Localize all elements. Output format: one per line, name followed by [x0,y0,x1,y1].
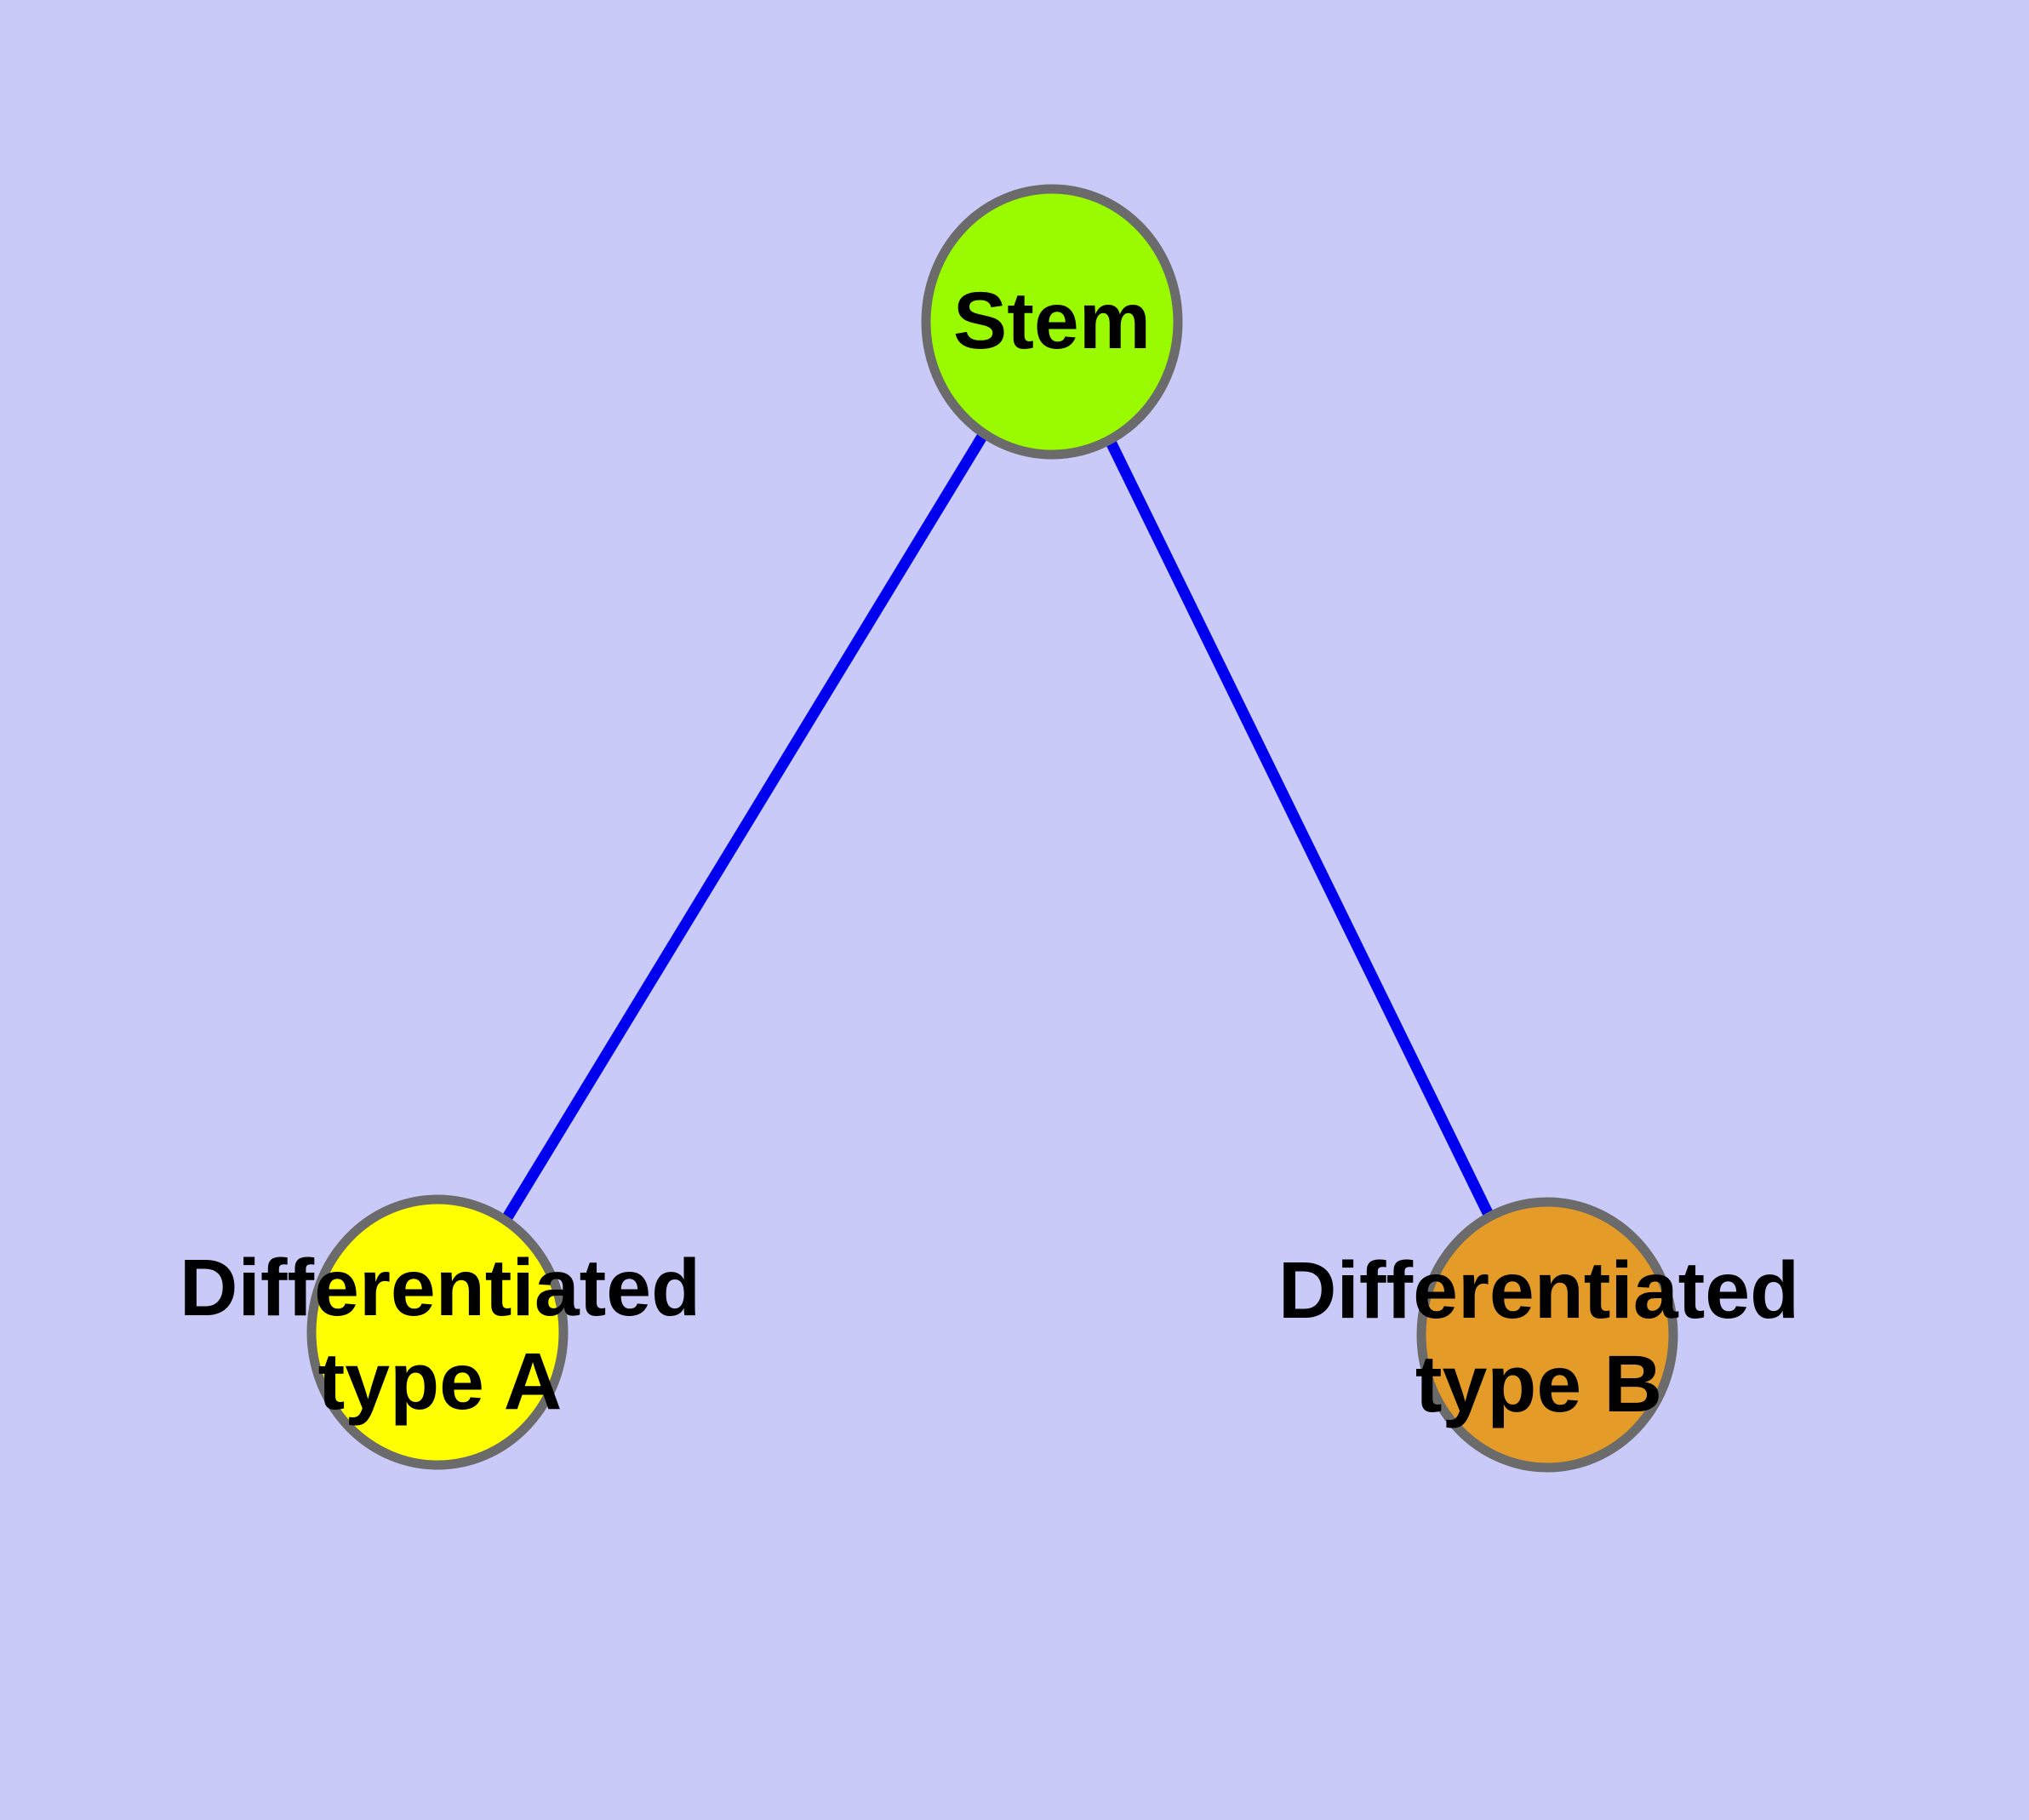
node-type-b-label: Differentiated type B [1278,1244,1799,1431]
node-type-b-label-line1: Differentiated [1277,1245,1800,1336]
node-type-a-label-line1: Differentiated [179,1243,701,1333]
node-type-b-label-line2: type B [1415,1339,1663,1429]
node-type-a-circle[interactable] [306,1194,569,1470]
node-stem-circle[interactable] [921,184,1183,460]
edge-stem-to-type-a [432,318,1057,1336]
edge-stem-to-type-b [1047,319,1552,1337]
node-type-a-label: Differentiated type A [180,1241,700,1428]
node-stem-label: Stem [952,276,1152,366]
node-type-a-label-line2: type A [317,1336,563,1427]
node-type-b-circle[interactable] [1416,1197,1678,1473]
